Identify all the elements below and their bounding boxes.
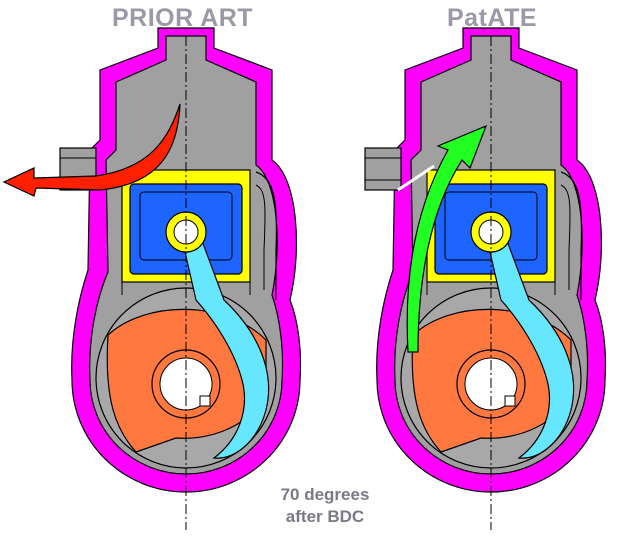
patate-title: PatATE xyxy=(447,4,538,32)
caption: 70 degrees after BDC xyxy=(260,484,390,528)
exhaust-arrow xyxy=(2,103,181,197)
caption-line-1: 70 degrees xyxy=(280,485,370,504)
prior-art-title: PRIOR ART xyxy=(112,4,254,32)
prior-art-engine xyxy=(59,27,302,531)
caption-line-2: after BDC xyxy=(285,507,365,526)
intake-arrow xyxy=(406,124,488,353)
patate-engine xyxy=(364,27,607,531)
